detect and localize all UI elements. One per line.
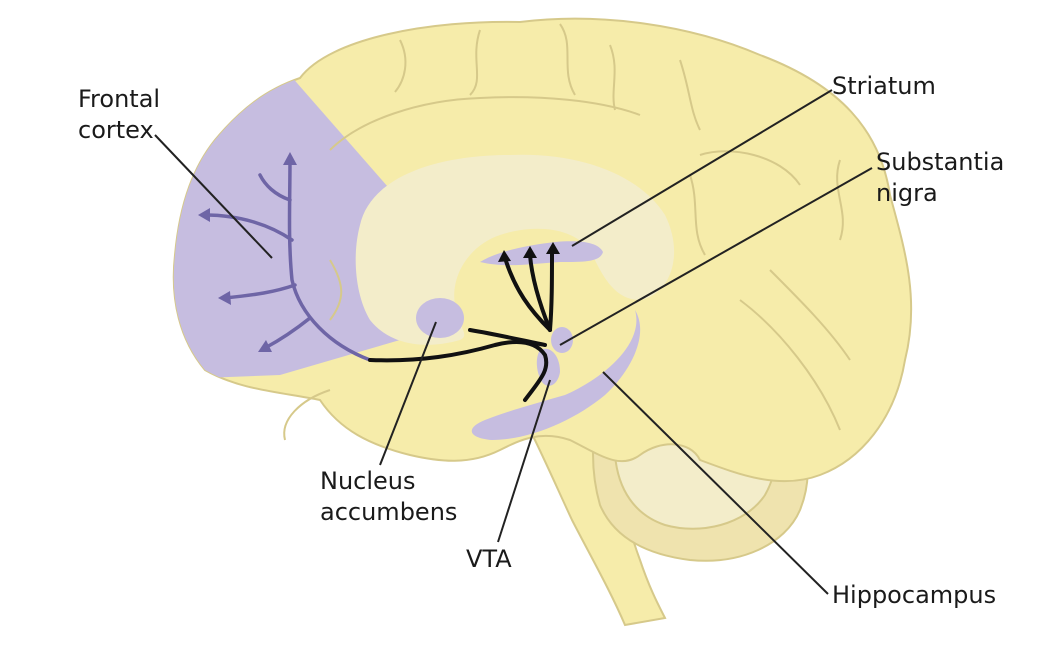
sulci: [283, 23, 851, 441]
label-frontal-cortex-line2: cortex: [78, 116, 154, 144]
cortical-arrowheads: [198, 152, 297, 352]
dopamine-arrowheads: [498, 242, 560, 262]
label-frontal-cortex: Frontal cortex: [78, 84, 160, 146]
label-striatum: Striatum: [832, 72, 936, 100]
label-hippocampus: Hippocampus: [832, 581, 997, 609]
label-vta: VTA: [466, 545, 512, 573]
corpus-callosum: [355, 154, 675, 345]
label-nucleus-accumbens-line2: accumbens: [320, 498, 458, 526]
label-substantia-nigra-line1: Substantia: [876, 148, 1005, 176]
leader-hippocampus: [602, 371, 829, 595]
leader-substantia-nigra: [559, 167, 873, 346]
label-substantia-nigra-line2: nigra: [876, 179, 938, 207]
substantia-nigra-region: [551, 327, 573, 353]
leader-striatum: [571, 89, 833, 247]
striatum-region: [480, 241, 603, 266]
nucleus-accumbens-region: [416, 298, 464, 338]
label-nucleus-accumbens: Nucleus accumbens: [320, 466, 457, 528]
leader-lines: [154, 89, 873, 595]
leader-frontal-cortex: [154, 134, 273, 259]
dopamine-pathways: [368, 248, 554, 402]
label-frontal-cortex-line1: Frontal: [78, 85, 161, 113]
label-nucleus-accumbens-line1: Nucleus: [320, 467, 416, 495]
leader-nucleus-accumbens: [379, 321, 437, 466]
label-substantia-nigra: Substantia nigra: [876, 147, 1004, 209]
leader-vta: [497, 379, 551, 543]
